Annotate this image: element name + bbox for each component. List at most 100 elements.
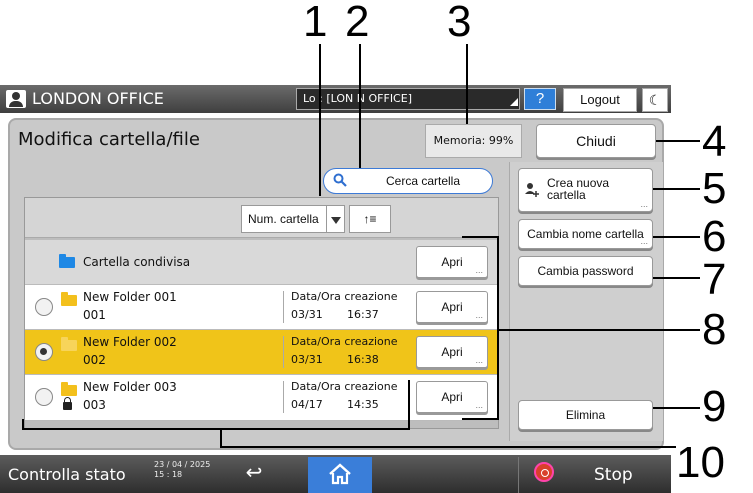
change-password-label: Cambia password bbox=[537, 264, 634, 278]
folder-number: 002 bbox=[83, 353, 106, 367]
sort-order-button[interactable]: ↑≡ bbox=[349, 205, 391, 233]
callout-10: 10 bbox=[676, 438, 725, 487]
creation-date: 04/17 bbox=[291, 398, 323, 411]
open-button-label: Apri bbox=[441, 300, 463, 314]
more-indicator: ... bbox=[475, 265, 483, 275]
folder-row[interactable]: New Folder 003 003 Data/Ora creazione 04… bbox=[25, 375, 498, 421]
home-icon bbox=[329, 463, 351, 485]
shared-folder-name: Cartella condivisa bbox=[83, 255, 191, 269]
search-folder-label: Cerca cartella bbox=[385, 174, 461, 188]
page-title: Modifica cartella/file bbox=[18, 129, 200, 150]
sort-select[interactable]: Num. cartella bbox=[241, 205, 345, 233]
leader-line-8-vertical bbox=[497, 236, 499, 420]
callout-3: 3 bbox=[447, 0, 472, 46]
creation-time: 14:35 bbox=[347, 398, 379, 411]
stop-button[interactable]: Stop bbox=[594, 465, 633, 485]
folder-name: New Folder 003 bbox=[83, 380, 177, 394]
callout-2: 2 bbox=[345, 0, 370, 46]
add-user-icon bbox=[525, 183, 539, 197]
more-indicator: ... bbox=[640, 236, 648, 246]
sort-select-divider bbox=[326, 206, 327, 232]
callout-6: 6 bbox=[702, 212, 727, 261]
sort-select-value: Num. cartella bbox=[248, 212, 319, 226]
shared-folder-row[interactable]: Cartella condivisa Apri ... bbox=[25, 240, 498, 285]
open-shared-folder-button[interactable]: Apri ... bbox=[416, 246, 488, 278]
row-divider bbox=[283, 336, 284, 368]
callout-1: 1 bbox=[303, 0, 328, 46]
folder-radio[interactable] bbox=[35, 388, 53, 406]
lock-icon bbox=[63, 397, 72, 410]
search-icon bbox=[333, 173, 347, 187]
callout-9: 9 bbox=[702, 382, 727, 431]
leader-line-10-right bbox=[408, 380, 410, 430]
create-folder-label-2: cartella bbox=[547, 188, 586, 202]
leader-line-9 bbox=[653, 407, 700, 409]
close-button[interactable]: Chiudi bbox=[536, 124, 656, 158]
open-button-label: Apri bbox=[441, 255, 463, 269]
callout-8: 8 bbox=[702, 305, 727, 354]
folder-row[interactable]: New Folder 001 001 Data/Ora creazione 03… bbox=[25, 285, 498, 330]
open-button-label: Apri bbox=[441, 345, 463, 359]
callout-4: 4 bbox=[702, 117, 727, 166]
row-divider bbox=[283, 291, 284, 323]
stop-icon bbox=[534, 462, 554, 482]
folder-number: 003 bbox=[83, 398, 106, 412]
creation-date-label: Data/Ora creazione bbox=[291, 290, 398, 303]
stop-area[interactable] bbox=[518, 457, 671, 493]
login-status-field[interactable]: Lo : [LON N OFFICE] bbox=[296, 88, 520, 110]
open-folder-button[interactable]: Apri ... bbox=[416, 336, 488, 368]
back-button[interactable]: ↩ bbox=[236, 458, 272, 490]
leader-line-1 bbox=[319, 44, 321, 196]
leader-line-8-top bbox=[462, 236, 499, 238]
office-name: LONDON OFFICE bbox=[32, 89, 164, 108]
leader-line-10-left bbox=[22, 419, 24, 430]
memory-indicator: Memoria: 99% bbox=[425, 124, 522, 158]
folder-radio-selected[interactable] bbox=[35, 343, 53, 361]
rename-folder-label: Cambia nome cartella bbox=[527, 227, 644, 241]
leader-line-10-bar bbox=[22, 428, 410, 430]
current-time: 15 : 18 bbox=[154, 470, 183, 479]
leader-line-6 bbox=[653, 236, 700, 238]
leader-line-10-stem bbox=[220, 428, 222, 448]
help-button[interactable]: ? bbox=[524, 88, 556, 110]
creation-time: 16:37 bbox=[347, 308, 379, 321]
check-status-button[interactable]: Controlla stato bbox=[8, 465, 126, 484]
folder-icon bbox=[61, 292, 77, 306]
folder-icon bbox=[61, 382, 77, 396]
leader-line-10 bbox=[220, 446, 676, 448]
delete-button[interactable]: Elimina bbox=[518, 400, 653, 430]
leader-line-2 bbox=[359, 44, 361, 168]
creation-date-label: Data/Ora creazione bbox=[291, 335, 398, 348]
creation-time: 16:38 bbox=[347, 353, 379, 366]
night-mode-button[interactable]: ☾ bbox=[642, 88, 668, 112]
expand-corner-icon bbox=[510, 98, 518, 106]
user-icon[interactable] bbox=[6, 90, 26, 108]
open-button-label: Apri bbox=[441, 390, 463, 404]
folder-name: New Folder 002 bbox=[83, 335, 177, 349]
chevron-down-icon bbox=[331, 217, 341, 224]
leader-line-5 bbox=[653, 188, 700, 190]
open-folder-button[interactable]: Apri ... bbox=[416, 291, 488, 323]
delete-label: Elimina bbox=[565, 408, 606, 422]
leader-line-3 bbox=[466, 44, 468, 124]
shared-folder-icon bbox=[59, 254, 75, 268]
leader-line-8 bbox=[499, 329, 700, 331]
search-folder-button[interactable]: Cerca cartella bbox=[323, 168, 493, 194]
change-password-button[interactable]: Cambia password bbox=[518, 256, 653, 286]
home-button[interactable] bbox=[308, 457, 372, 493]
folder-radio[interactable] bbox=[35, 298, 53, 316]
folder-number: 001 bbox=[83, 308, 106, 322]
folder-icon bbox=[61, 337, 77, 351]
folder-row-selected[interactable]: New Folder 002 002 Data/Ora creazione 03… bbox=[25, 330, 498, 375]
open-folder-button[interactable]: Apri ... bbox=[416, 381, 488, 413]
more-indicator: ... bbox=[475, 355, 483, 365]
row-divider bbox=[283, 381, 284, 413]
more-indicator: ... bbox=[640, 199, 648, 209]
create-folder-button[interactable]: Crea nuova cartella ... bbox=[518, 168, 653, 212]
logout-button[interactable]: Logout bbox=[563, 88, 637, 112]
leader-line-8-bottom bbox=[462, 418, 499, 420]
current-date: 23 / 04 / 2025 bbox=[154, 460, 211, 469]
creation-date: 03/31 bbox=[291, 353, 323, 366]
more-indicator: ... bbox=[475, 400, 483, 410]
rename-folder-button[interactable]: Cambia nome cartella ... bbox=[518, 219, 653, 249]
